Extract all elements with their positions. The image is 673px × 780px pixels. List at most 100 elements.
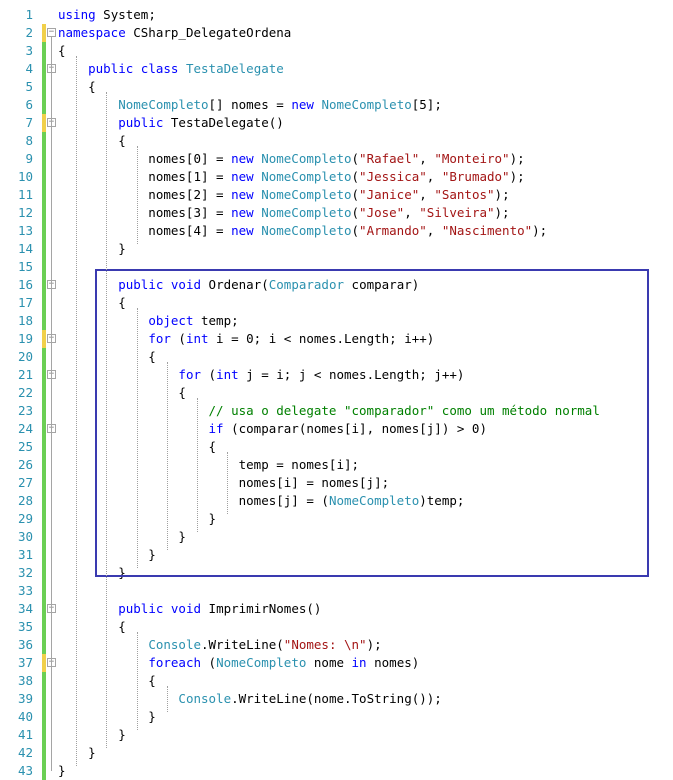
code-line[interactable]: 6 NomeCompleto[] nomes = new NomeComplet… — [0, 96, 673, 114]
code-token: (comparar(nomes[i], nomes[j]) > 0) — [223, 421, 487, 436]
code-line[interactable]: 40 } — [0, 708, 673, 726]
code-text: } — [58, 510, 217, 528]
code-line[interactable]: 26 temp = nomes[i]; — [0, 456, 673, 474]
code-text: NomeCompleto[] nomes = new NomeCompleto[… — [58, 96, 442, 114]
line-number: 34 — [17, 601, 33, 616]
line-number: 10 — [17, 169, 33, 184]
code-token: using — [58, 7, 96, 22]
code-line[interactable]: 39 Console.WriteLine(nome.ToString()); — [0, 690, 673, 708]
change-indicator — [42, 276, 46, 294]
code-line[interactable]: 14 } — [0, 240, 673, 258]
outline-connector — [51, 127, 52, 249]
code-line[interactable]: 9 nomes[0] = new NomeCompleto("Rafael", … — [0, 150, 673, 168]
code-token: new — [231, 151, 254, 166]
code-token — [163, 601, 171, 616]
change-indicator — [42, 654, 46, 672]
code-token: namespace — [58, 25, 126, 40]
code-line[interactable]: 38 { — [0, 672, 673, 690]
collapse-icon[interactable]: − — [47, 27, 56, 37]
line-number: 9 — [25, 151, 33, 166]
code-token: , — [426, 169, 442, 184]
line-number: 21 — [17, 367, 33, 382]
code-line[interactable]: 28 nomes[j] = (NomeCompleto)temp; — [0, 492, 673, 510]
code-line[interactable]: 21− for (int j = i; j < nomes.Length; j+… — [0, 366, 673, 384]
code-line[interactable]: 16− public void Ordenar(Comparador compa… — [0, 276, 673, 294]
change-indicator — [42, 690, 46, 708]
code-token: for — [148, 331, 171, 346]
code-line[interactable]: 5 { — [0, 78, 673, 96]
code-text: for (int i = 0; i < nomes.Length; i++) — [58, 330, 434, 348]
code-line[interactable]: 29 } — [0, 510, 673, 528]
code-line[interactable]: 27 nomes[i] = nomes[j]; — [0, 474, 673, 492]
indent-guide — [76, 56, 78, 766]
code-line[interactable]: 3{ — [0, 42, 673, 60]
code-line[interactable]: 18 object temp; — [0, 312, 673, 330]
code-token: .WriteLine(nome.ToString()); — [231, 691, 442, 706]
code-token: )temp; — [419, 493, 465, 508]
indent-guide — [106, 92, 108, 748]
code-line[interactable]: 23 // usa o delegate "comparador" como u… — [0, 402, 673, 420]
code-line[interactable]: 30 } — [0, 528, 673, 546]
change-indicator — [42, 762, 46, 780]
code-token: nomes[j] = ( — [58, 493, 329, 508]
code-line[interactable]: 7− public TestaDelegate() — [0, 114, 673, 132]
line-number: 3 — [25, 43, 33, 58]
code-line[interactable]: 36 Console.WriteLine("Nomes: \n"); — [0, 636, 673, 654]
code-line[interactable]: 4− public class TestaDelegate — [0, 60, 673, 78]
highlight-box-ordenar-method — [95, 269, 649, 577]
code-line[interactable]: 25 { — [0, 438, 673, 456]
change-indicator — [42, 24, 46, 42]
line-number: 40 — [17, 709, 33, 724]
line-number: 14 — [17, 241, 33, 256]
code-text: for (int j = i; j < nomes.Length; j++) — [58, 366, 464, 384]
line-number: 33 — [17, 583, 33, 598]
code-token: foreach — [148, 655, 201, 670]
code-token: { — [58, 349, 156, 364]
code-token: ); — [494, 205, 510, 220]
code-token: "Janice" — [359, 187, 420, 202]
code-token: "Monteiro" — [434, 151, 510, 166]
code-line[interactable]: 41 } — [0, 726, 673, 744]
code-token: Console — [178, 691, 232, 706]
code-line[interactable]: 43} — [0, 762, 673, 780]
code-text: { — [58, 294, 126, 312]
code-token: new — [291, 97, 314, 112]
code-text: nomes[i] = nomes[j]; — [58, 474, 390, 492]
code-token: } — [58, 709, 156, 724]
code-token: [5]; — [411, 97, 442, 112]
code-line[interactable]: 2−namespace CSharp_DelegateOrdena — [0, 24, 673, 42]
code-line[interactable]: 8 { — [0, 132, 673, 150]
code-line[interactable]: 37− foreach (NomeCompleto nome in nomes) — [0, 654, 673, 672]
code-line[interactable]: 17 { — [0, 294, 673, 312]
code-token: // usa o delegate "comparador" como um m… — [208, 403, 600, 418]
code-token: for — [178, 367, 201, 382]
code-token: ( — [351, 187, 360, 202]
code-token: NomeCompleto — [261, 205, 352, 220]
code-line[interactable]: 31 } — [0, 546, 673, 564]
code-line[interactable]: 35 { — [0, 618, 673, 636]
code-line[interactable]: 32 } — [0, 564, 673, 582]
change-indicator — [42, 438, 46, 456]
code-line[interactable]: 12 nomes[3] = new NomeCompleto("Jose", "… — [0, 204, 673, 222]
code-line[interactable]: 20 { — [0, 348, 673, 366]
code-line[interactable]: 13 nomes[4] = new NomeCompleto("Armando"… — [0, 222, 673, 240]
code-token — [58, 655, 148, 670]
code-token — [58, 115, 118, 130]
code-token: Console — [148, 637, 201, 652]
code-token: ( — [351, 151, 360, 166]
line-number: 11 — [17, 187, 33, 202]
code-token: } — [58, 241, 126, 256]
code-token: NomeCompleto — [261, 151, 352, 166]
code-line[interactable]: 22 { — [0, 384, 673, 402]
code-line[interactable]: 34− public void ImprimirNomes() — [0, 600, 673, 618]
code-line[interactable]: 42 } — [0, 744, 673, 762]
code-line[interactable]: 10 nomes[1] = new NomeCompleto("Jessica"… — [0, 168, 673, 186]
code-token: void — [170, 277, 202, 292]
code-line[interactable]: 15 — [0, 258, 673, 276]
line-number: 39 — [17, 691, 33, 706]
code-line[interactable]: 11 nomes[2] = new NomeCompleto("Janice",… — [0, 186, 673, 204]
code-token — [178, 61, 186, 76]
code-line[interactable]: 33 — [0, 582, 673, 600]
